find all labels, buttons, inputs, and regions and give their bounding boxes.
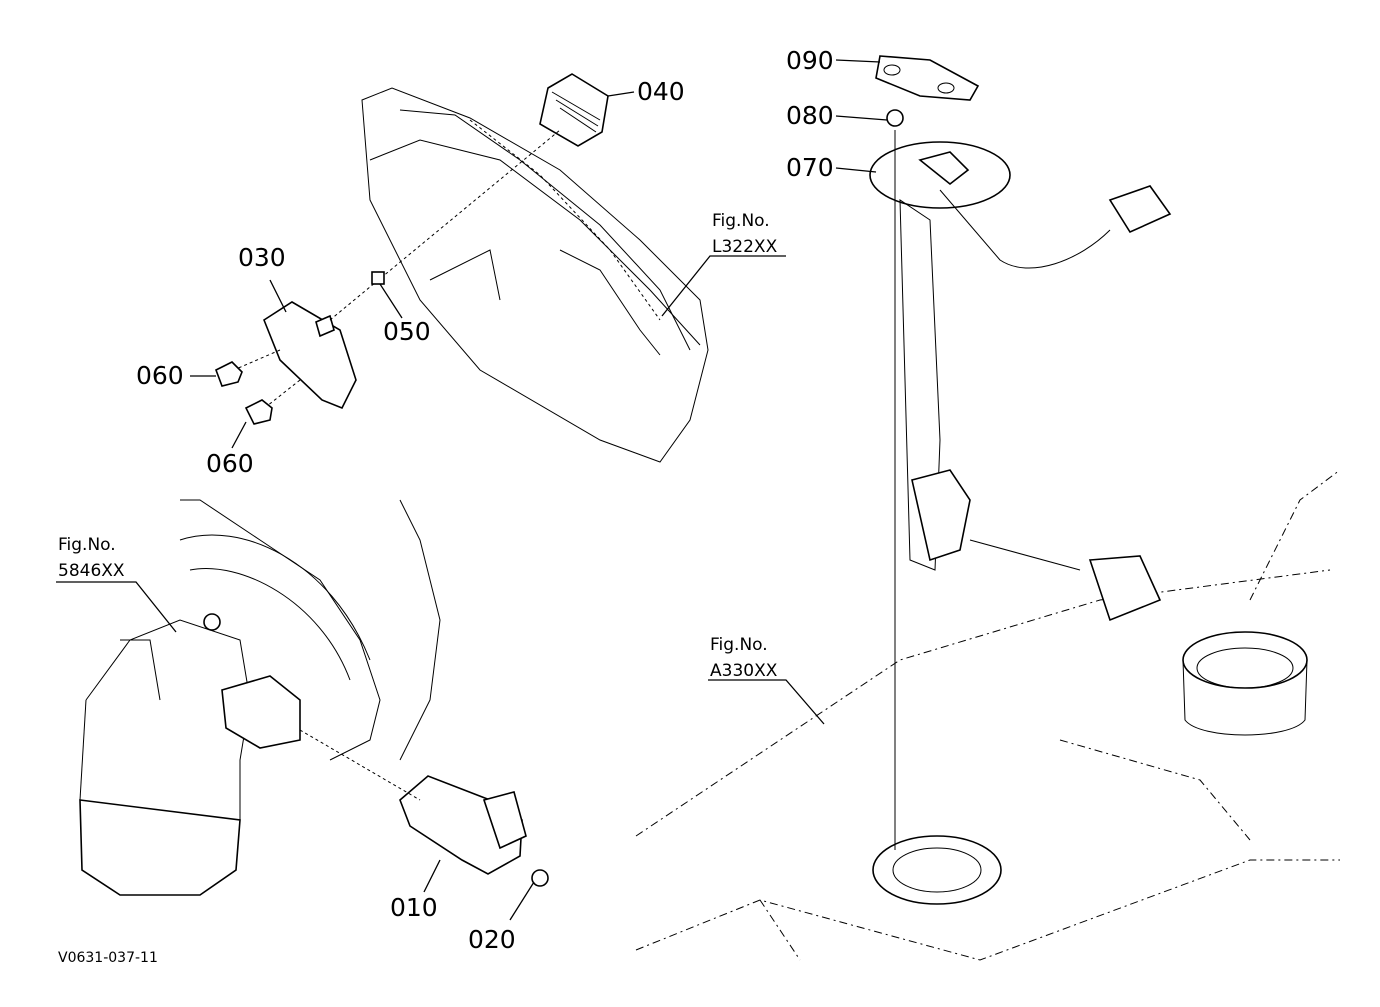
callout-050: 050 bbox=[383, 317, 431, 346]
part-080-screw bbox=[835, 109, 904, 127]
leader-fig-l322xx bbox=[661, 255, 786, 317]
callout-030: 030 bbox=[238, 243, 286, 272]
leader-fig-a330xx bbox=[708, 679, 825, 725]
fig-ref-label: Fig.No. bbox=[58, 535, 116, 555]
callout-040: 040 bbox=[637, 77, 685, 106]
part-020-screw bbox=[509, 869, 549, 921]
leader-fig-5846xx bbox=[56, 581, 177, 633]
filler-neck bbox=[79, 499, 441, 896]
fig-ref-number: 5846XX bbox=[58, 561, 125, 581]
part-070-level-sender bbox=[835, 141, 1172, 622]
callout-080: 080 bbox=[786, 101, 834, 130]
callout-060-a: 060 bbox=[136, 361, 184, 390]
callout-070: 070 bbox=[786, 153, 834, 182]
part-010-sensor bbox=[299, 729, 527, 893]
fig-ref-number: L322XX bbox=[712, 237, 778, 257]
callout-060-b: 060 bbox=[206, 449, 254, 478]
part-050-bushing bbox=[371, 271, 403, 319]
fuel-tank bbox=[635, 469, 1341, 961]
part-040-filler-cap bbox=[539, 73, 635, 147]
callout-010: 010 bbox=[390, 893, 438, 922]
part-060-bolts bbox=[190, 361, 273, 449]
fig-ref-label: Fig.No. bbox=[712, 211, 770, 231]
fig-ref-number: A330XX bbox=[710, 661, 778, 681]
fig-ref-label: Fig.No. bbox=[710, 635, 768, 655]
callout-090: 090 bbox=[786, 46, 834, 75]
filler-housing bbox=[361, 87, 709, 463]
callout-020: 020 bbox=[468, 925, 516, 954]
drawing-code: V0631-037-11 bbox=[58, 950, 158, 966]
part-090-plate bbox=[835, 55, 980, 101]
